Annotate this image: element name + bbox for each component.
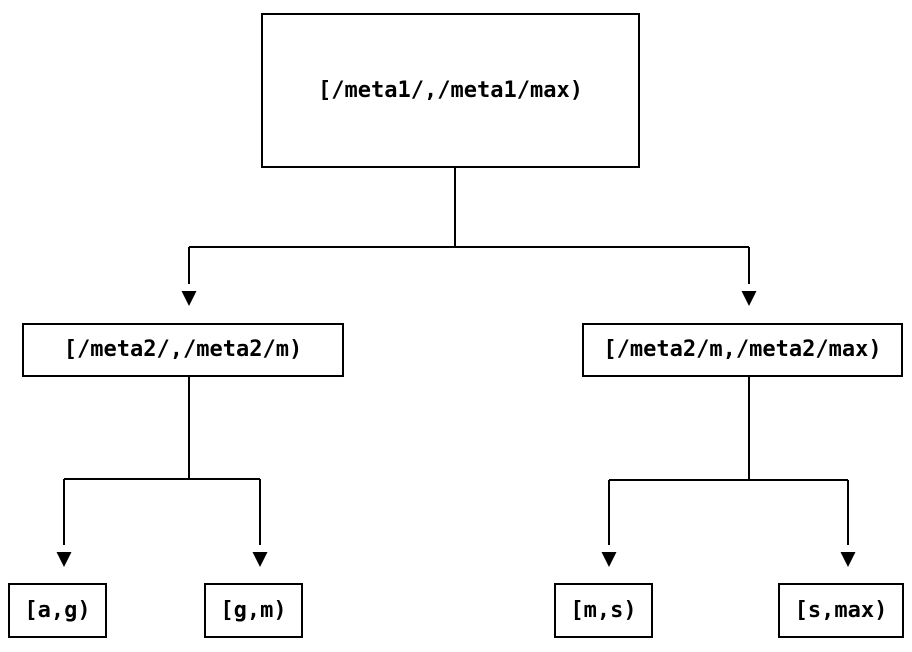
arrowhead-down-icon [252, 552, 268, 567]
node-left-subtree: [/meta2/,/meta2/m) [22, 323, 344, 377]
node-leaf-ms-label: [m,s) [570, 597, 637, 623]
node-leaf-ag-label: [a,g) [24, 597, 91, 623]
arrowhead-down-icon [840, 552, 856, 567]
arrowhead-down-icon [601, 552, 617, 567]
node-root-label: [/meta1/,/meta1/max) [318, 77, 583, 103]
node-leaf-smax: [s,max) [778, 583, 904, 638]
node-leaf-ms: [m,s) [554, 583, 653, 638]
node-leaf-gm-label: [g,m) [220, 597, 287, 623]
arrowhead-down-icon [741, 291, 757, 306]
node-right-label: [/meta2/m,/meta2/max) [603, 337, 882, 362]
node-leaf-gm: [g,m) [204, 583, 303, 638]
arrowhead-down-icon [56, 552, 72, 567]
node-left-label: [/meta2/,/meta2/m) [63, 337, 303, 362]
node-root: [/meta1/,/meta1/max) [261, 13, 640, 168]
arrowhead-down-icon [181, 291, 197, 306]
node-leaf-ag: [a,g) [8, 583, 107, 638]
node-right-subtree: [/meta2/m,/meta2/max) [582, 323, 903, 377]
node-leaf-smax-label: [s,max) [794, 597, 888, 623]
